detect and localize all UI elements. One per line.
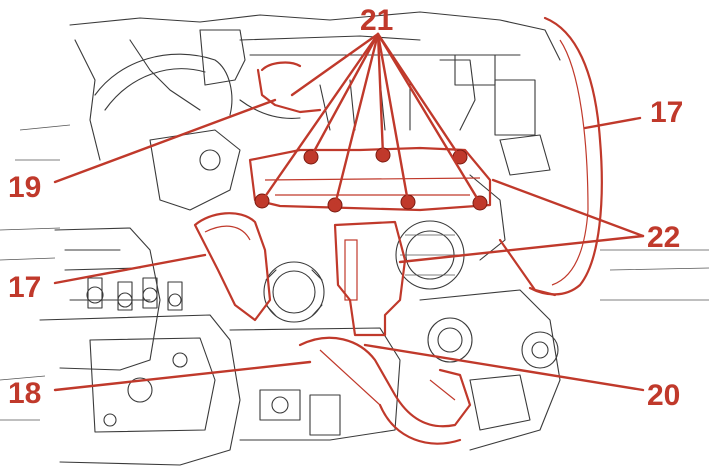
leader-17-left	[53, 253, 207, 285]
leader-18	[53, 360, 312, 392]
callout-18: 18	[8, 377, 41, 410]
leader-22-a	[491, 178, 645, 238]
leader-21-e	[376, 32, 385, 157]
callout-22: 22	[647, 221, 680, 254]
leader-lines	[53, 32, 645, 392]
callout-labels: 21 17 19 22 17 18 20	[8, 4, 683, 412]
part-17-left-hose	[193, 212, 272, 322]
part-20-bracket	[333, 220, 407, 337]
callout-17-right: 17	[650, 96, 683, 129]
leader-20	[363, 343, 645, 392]
leader-19	[53, 98, 277, 184]
leader-21-c	[260, 32, 380, 203]
leader-17-right	[583, 116, 642, 130]
callout-17-left: 17	[8, 271, 41, 304]
leader-22-b	[398, 234, 645, 264]
leader-21-b	[309, 32, 380, 159]
leader-21-h	[376, 32, 482, 205]
callout-19: 19	[8, 171, 41, 204]
leader-21-f	[376, 32, 410, 204]
leader-21-a	[290, 32, 380, 97]
engine-linework	[0, 11, 709, 466]
leader-21-d	[333, 32, 380, 207]
callout-20: 20	[647, 379, 680, 412]
part-19-pipe	[256, 68, 322, 114]
part-18-hose	[298, 336, 472, 428]
callout-21: 21	[360, 4, 393, 37]
part-17-right-pipe	[528, 16, 603, 296]
